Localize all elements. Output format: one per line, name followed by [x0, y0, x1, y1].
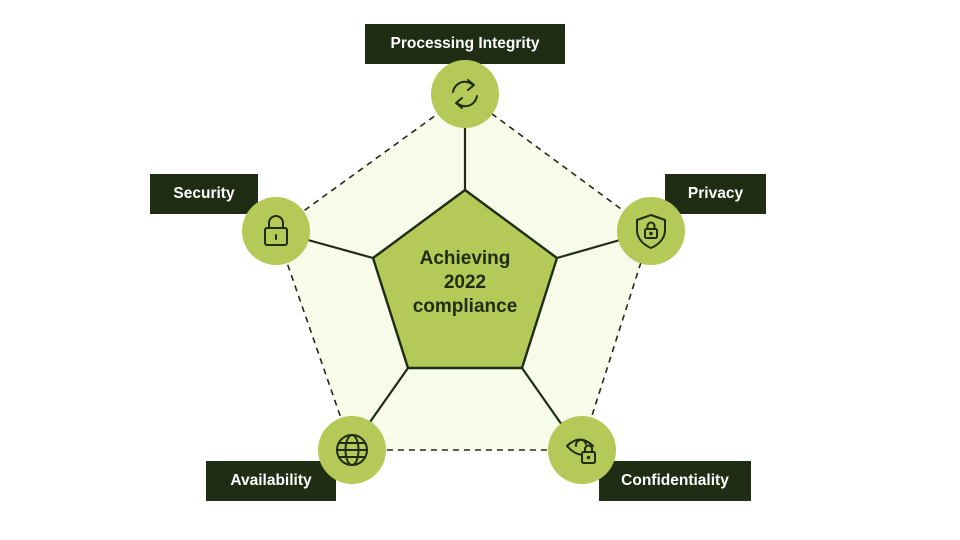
- pillar-label-privacy: Privacy: [687, 185, 744, 202]
- sync-arrows-icon: [452, 79, 478, 109]
- node-circle-confidentiality: [548, 416, 616, 484]
- center-title-line-1: Achieving: [419, 248, 511, 269]
- center-title-line-3: compliance: [412, 296, 518, 317]
- eye-lock-icon: [566, 438, 596, 464]
- label-box-confidentiality: [599, 461, 751, 501]
- padlock-icon: [264, 215, 288, 246]
- center-title-line-2: 2022: [443, 272, 487, 293]
- node-circle-privacy: [617, 197, 685, 265]
- node-circle-processing-integrity: [431, 60, 499, 128]
- shield-lock-icon: [636, 214, 666, 249]
- label-box-privacy: [665, 174, 766, 214]
- center-pentagon: [371, 188, 559, 370]
- globe-icon: [336, 434, 368, 466]
- pillar-label-confidentiality: Confidentiality: [621, 472, 729, 489]
- pillar-label-availability: Availability: [230, 472, 312, 489]
- pillar-label-security: Security: [173, 185, 235, 202]
- connector-security: [307, 238, 374, 260]
- center-title: Achieving 2022 compliance: [385, 247, 545, 319]
- node-circle-security: [242, 197, 310, 265]
- connector-confidentiality: [521, 367, 563, 426]
- connector-privacy: [556, 238, 621, 260]
- label-box-availability: [206, 461, 336, 501]
- connector-availability: [369, 367, 409, 423]
- label-box-security: [150, 174, 258, 214]
- connector-lines: [307, 126, 621, 426]
- pillar-label-processing-integrity: Processing Integrity: [390, 35, 540, 52]
- label-box-processing-integrity: [365, 24, 565, 64]
